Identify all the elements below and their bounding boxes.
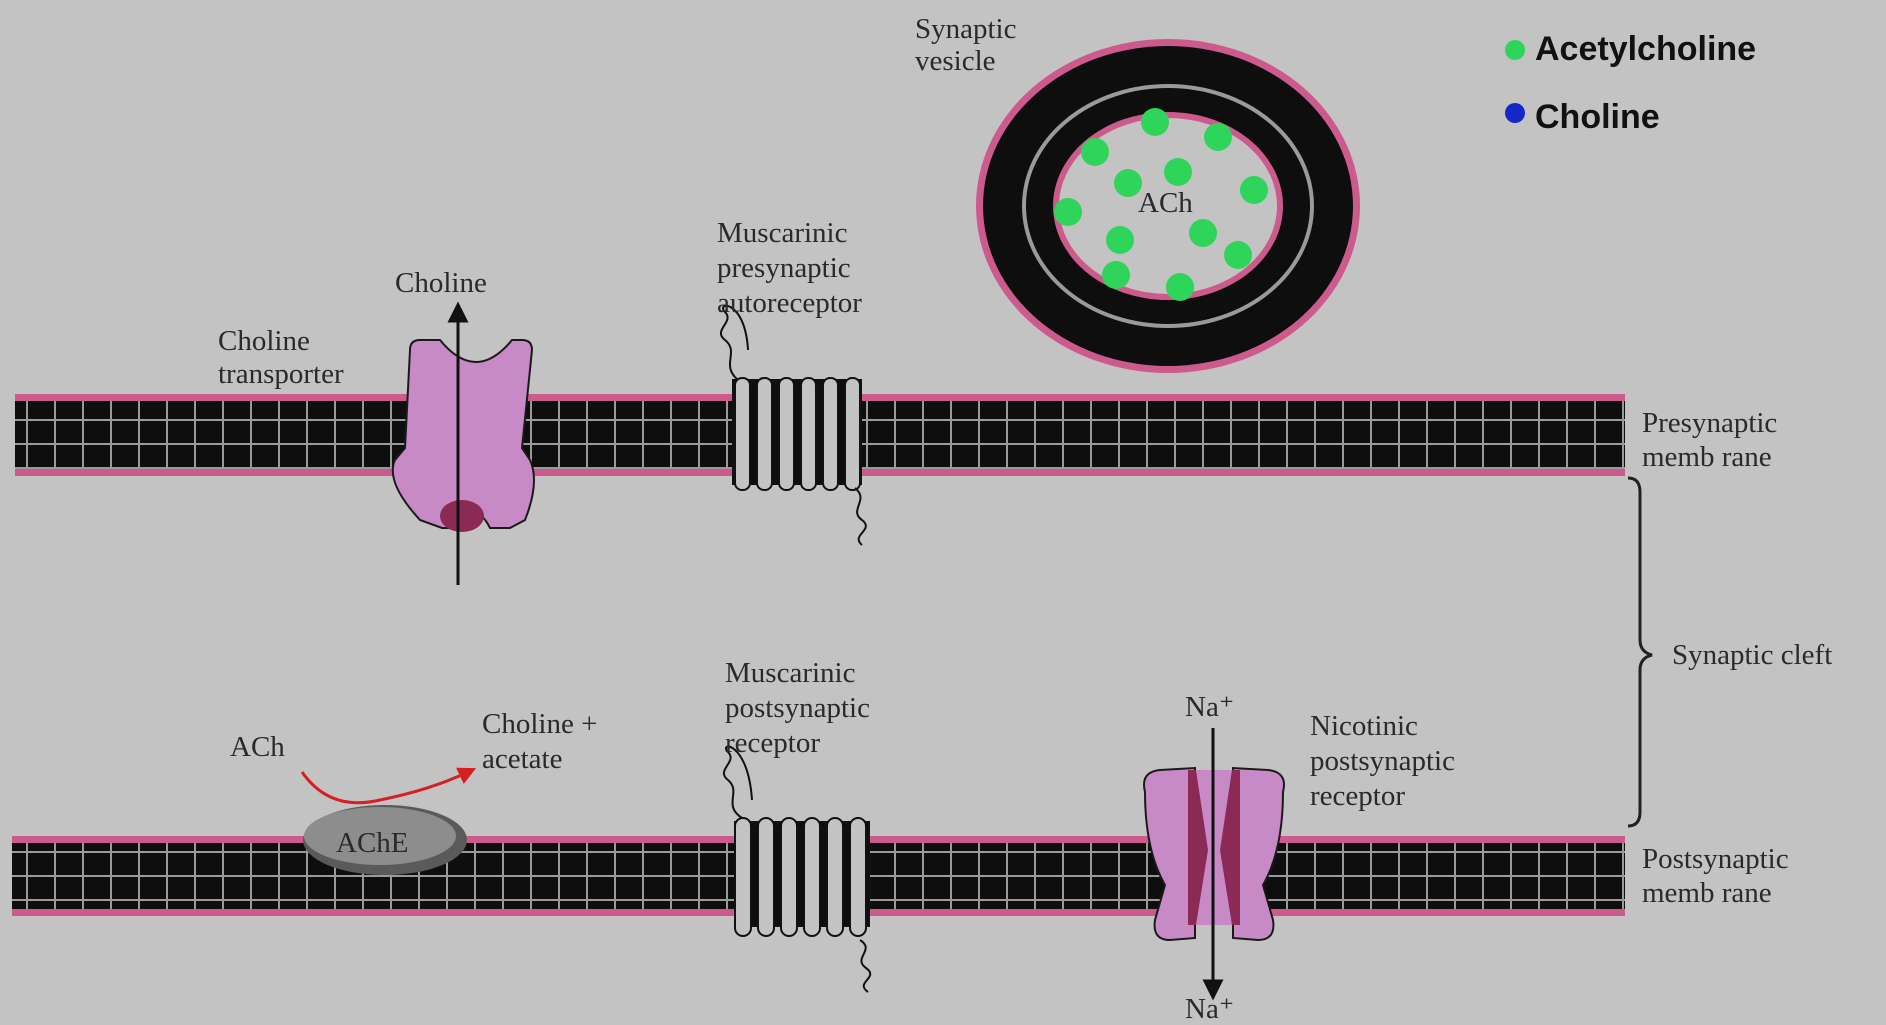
ach-molecule <box>1240 176 1268 204</box>
ach-molecule <box>1164 158 1192 186</box>
muscarinic-presynaptic-autoreceptor <box>721 306 866 545</box>
ach-label: ACh <box>230 731 285 763</box>
transporter-label-line-1: Choline <box>218 325 310 357</box>
vesicle-label-line-2: vesicle <box>915 45 996 77</box>
synaptic-vesicle: Synaptic vesicle ACh <box>915 13 1360 373</box>
acetylcholine-legend-dot <box>1505 40 1525 60</box>
legend-label-choline: Choline <box>1535 98 1660 136</box>
nicotinic-postsynaptic-receptor <box>1144 728 1284 990</box>
muscarinic-post-label-line-1: Muscarinic <box>725 657 855 689</box>
legend: Acetylcholine Choline <box>1505 30 1756 136</box>
nicotinic-label-line-2: postsynaptic <box>1310 745 1455 777</box>
ach-molecule <box>1106 226 1134 254</box>
ache-label: AChE <box>336 827 409 859</box>
legend-label-acetylcholine: Acetylcholine <box>1535 30 1756 68</box>
nicotinic-label-line-3: receptor <box>1310 780 1405 812</box>
synaptic-cleft-label: Synaptic cleft <box>1672 639 1832 671</box>
muscarinic-postsynaptic-receptor <box>724 747 870 992</box>
vesicle-label-line-1: Synaptic <box>915 13 1017 45</box>
presynaptic-membrane-label-line-1: Presynaptic <box>1642 407 1777 439</box>
ach-molecule <box>1204 123 1232 151</box>
autoreceptor-label-line-3: autoreceptor <box>717 287 862 319</box>
postsynaptic-membrane-label-line-1: Postsynaptic <box>1642 843 1789 875</box>
products-label-line-2: acetate <box>482 743 562 775</box>
ach-molecule <box>1141 108 1169 136</box>
ach-molecule <box>1081 138 1109 166</box>
presynaptic-membrane-label-line-2: memb rane <box>1642 441 1772 473</box>
hydrolysis-arrow <box>302 772 468 803</box>
choline-transporter <box>393 312 534 585</box>
choline-transport-label: Choline <box>395 267 487 299</box>
ach-molecule <box>1189 219 1217 247</box>
autoreceptor-label-line-2: presynaptic <box>717 252 851 284</box>
choline-legend-dot <box>1505 103 1525 123</box>
nicotinic-label-line-1: Nicotinic <box>1310 710 1418 742</box>
ach-molecule <box>1054 198 1082 226</box>
postsynaptic-membrane-label-line-2: memb rane <box>1642 877 1772 909</box>
muscarinic-post-label-line-3: receptor <box>725 727 820 759</box>
na-top-label: Na⁺ <box>1185 691 1234 723</box>
ach-molecule <box>1102 261 1130 289</box>
muscarinic-post-label-line-2: postsynaptic <box>725 692 870 724</box>
products-label-line-1: Choline + <box>482 708 597 740</box>
ach-molecule <box>1224 241 1252 269</box>
transporter-label-line-2: transporter <box>218 358 344 390</box>
ach-molecule <box>1166 273 1194 301</box>
autoreceptor-label-line-1: Muscarinic <box>717 217 847 249</box>
vesicle-content-label: ACh <box>1138 187 1193 219</box>
na-bottom-label: Na⁺ <box>1185 993 1234 1025</box>
synaptic-cleft-brace <box>1628 478 1652 826</box>
